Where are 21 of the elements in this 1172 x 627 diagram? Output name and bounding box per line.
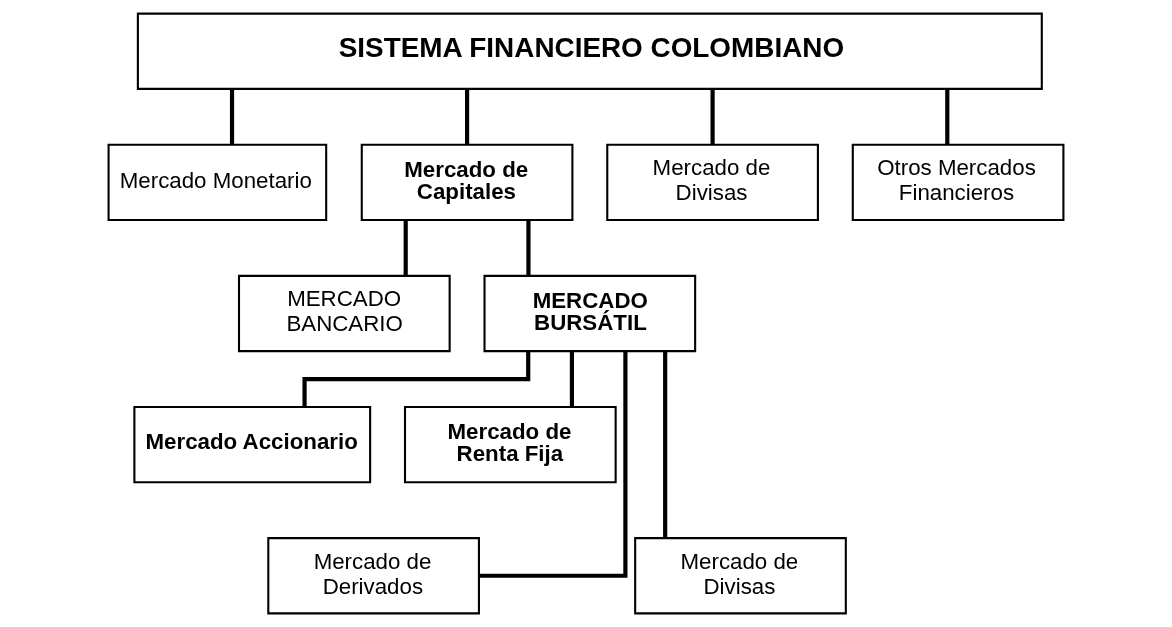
node-box: Mercado Accionario <box>133 405 372 484</box>
node-box: SISTEMA FINANCIERO COLOMBIANO <box>136 12 1043 90</box>
connector <box>710 89 715 145</box>
node-box: Mercado de Divisas <box>606 143 819 222</box>
connector <box>229 89 235 145</box>
connector <box>569 351 575 407</box>
node-box: Mercado de Derivados <box>267 537 480 615</box>
connector <box>663 351 668 538</box>
node-box: Mercado de Renta Fija <box>403 405 617 484</box>
node-box: MERCADO BURSÁTIL <box>483 274 697 353</box>
connector <box>465 89 470 145</box>
node-box: Mercado Monetario <box>107 143 328 222</box>
connector <box>403 220 408 276</box>
node-box: Otros Mercados Financieros <box>851 143 1065 222</box>
connector <box>478 351 628 578</box>
node-box: MERCADO BANCARIO <box>237 274 451 353</box>
connector <box>945 89 950 145</box>
node-box: Mercado de Divisas <box>634 537 847 615</box>
node-box: Mercado de Capitales <box>360 143 574 222</box>
connector <box>302 351 531 407</box>
connector <box>526 220 531 276</box>
